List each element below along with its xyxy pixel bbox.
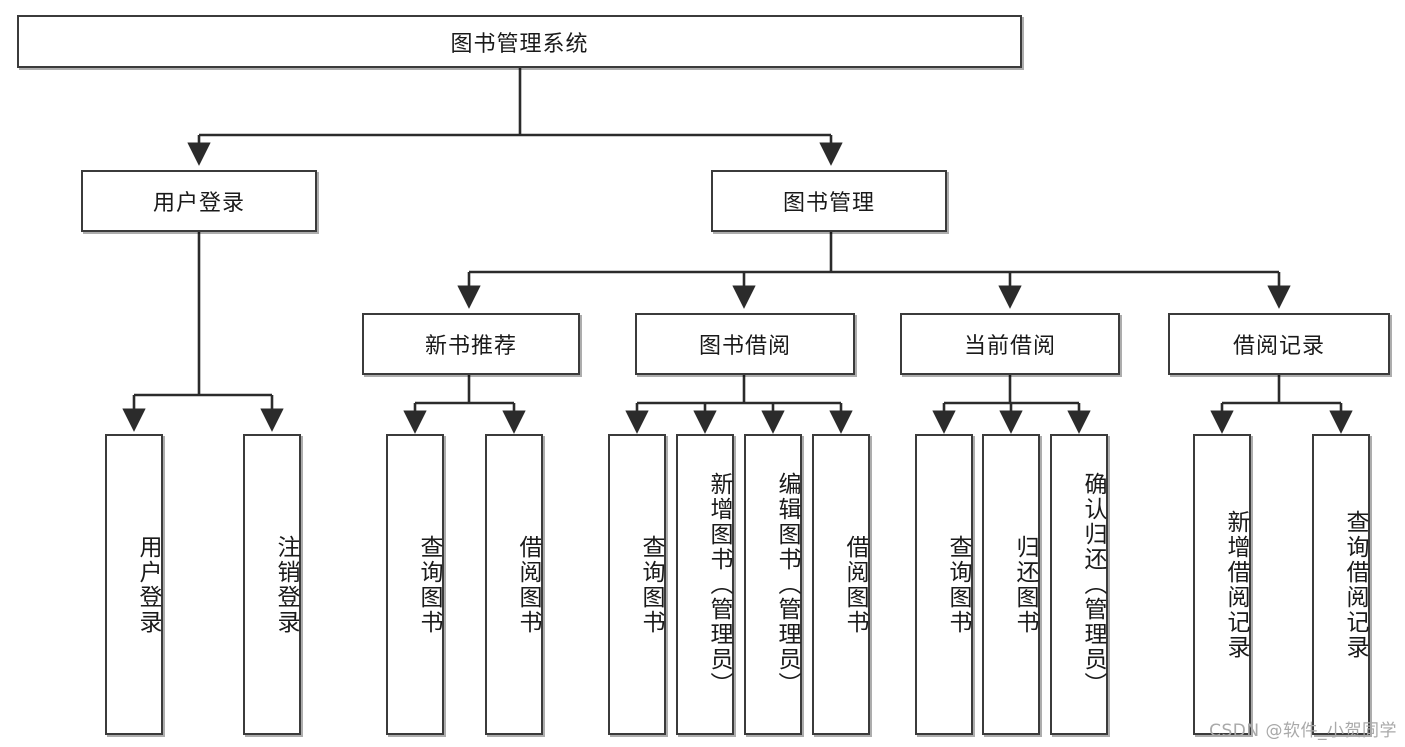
- leaf-add-book[interactable]: 新增图书（管理员）: [676, 434, 734, 735]
- leaf-query-record[interactable]: 查询借阅记录: [1312, 434, 1370, 735]
- leaf-logout[interactable]: 注销登录: [243, 434, 301, 735]
- leaf-label: 归还图书: [1012, 534, 1038, 635]
- leaf-label: 用户登录: [135, 534, 161, 635]
- node-root[interactable]: 图书管理系统: [17, 15, 1022, 68]
- leaf-label: 注销登录: [273, 534, 299, 635]
- leaf-label: 查询图书: [945, 534, 971, 635]
- node-book-borrow[interactable]: 图书借阅: [635, 313, 855, 375]
- leaf-label: 借阅图书: [842, 534, 868, 635]
- node-current-borrow[interactable]: 当前借阅: [900, 313, 1120, 375]
- leaf-label: 编辑图书（管理员）: [774, 472, 800, 697]
- leaf-label: 查询图书: [416, 534, 442, 635]
- leaf-borrow-book-1[interactable]: 借阅图书: [485, 434, 543, 735]
- leaf-confirm-return[interactable]: 确认归还（管理员）: [1050, 434, 1108, 735]
- node-user-login[interactable]: 用户登录: [81, 170, 317, 232]
- leaf-return-book[interactable]: 归还图书: [982, 434, 1040, 735]
- leaf-user-login[interactable]: 用户登录: [105, 434, 163, 735]
- node-borrow-record[interactable]: 借阅记录: [1168, 313, 1390, 375]
- watermark: CSDN @软件_小贺同学: [1209, 721, 1397, 741]
- leaf-label: 借阅图书: [515, 534, 541, 635]
- leaf-label: 新增借阅记录: [1223, 509, 1249, 660]
- leaf-query-book-1[interactable]: 查询图书: [386, 434, 444, 735]
- leaf-label: 查询图书: [638, 534, 664, 635]
- leaf-query-book-2[interactable]: 查询图书: [608, 434, 666, 735]
- leaf-query-book-3[interactable]: 查询图书: [915, 434, 973, 735]
- leaf-label: 新增图书（管理员）: [706, 472, 732, 697]
- leaf-borrow-book-2[interactable]: 借阅图书: [812, 434, 870, 735]
- node-new-book-rec[interactable]: 新书推荐: [362, 313, 580, 375]
- leaf-edit-book[interactable]: 编辑图书（管理员）: [744, 434, 802, 735]
- leaf-add-record[interactable]: 新增借阅记录: [1193, 434, 1251, 735]
- leaf-label: 确认归还（管理员）: [1080, 472, 1106, 697]
- leaf-label: 查询借阅记录: [1342, 509, 1368, 660]
- node-book-manage[interactable]: 图书管理: [711, 170, 947, 232]
